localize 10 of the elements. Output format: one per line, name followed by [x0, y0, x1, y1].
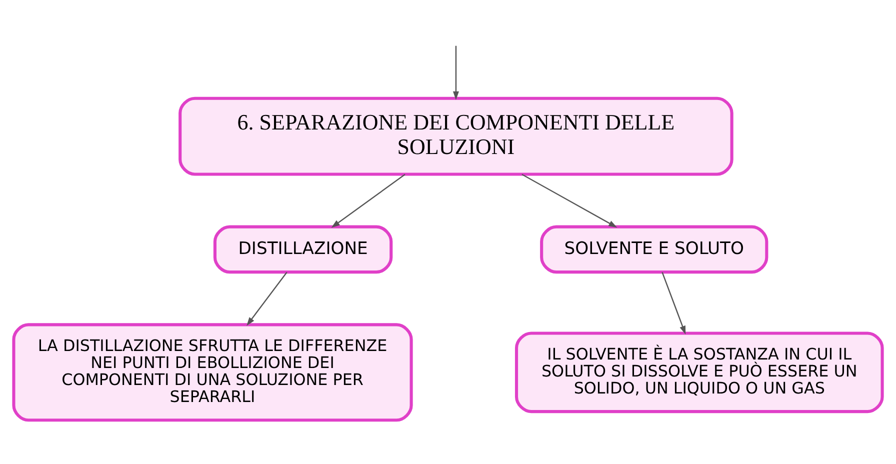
- arrow: [662, 272, 686, 334]
- node-box: SOLVENTE E SOLUTO: [540, 224, 768, 274]
- node-box: LA DISTILLAZIONE SFRUTTA LE DIFFERENZE NEI PUNTI DI EBOLLIZIONE DEI COMPONENTI DI UNA SOLUZIONE PER SEPARARLI: [12, 322, 413, 422]
- node-box: DISTILLAZIONE: [213, 224, 393, 274]
- arrow: [522, 173, 618, 228]
- node-box: 6. SEPARAZIONE DEI COMPONENTI DELLE SOLUZIONI: [178, 96, 734, 176]
- arrow: [331, 173, 406, 228]
- node-box: IL SOLVENTE È LA SOSTANZA IN CUI IL SOLUTO SI DISSOLVE E PUÒ ESSERE UN SOLIDO, UN LIQUIDO O UN GAS: [514, 331, 884, 413]
- arrow: [246, 271, 288, 326]
- arrow: [452, 45, 459, 100]
